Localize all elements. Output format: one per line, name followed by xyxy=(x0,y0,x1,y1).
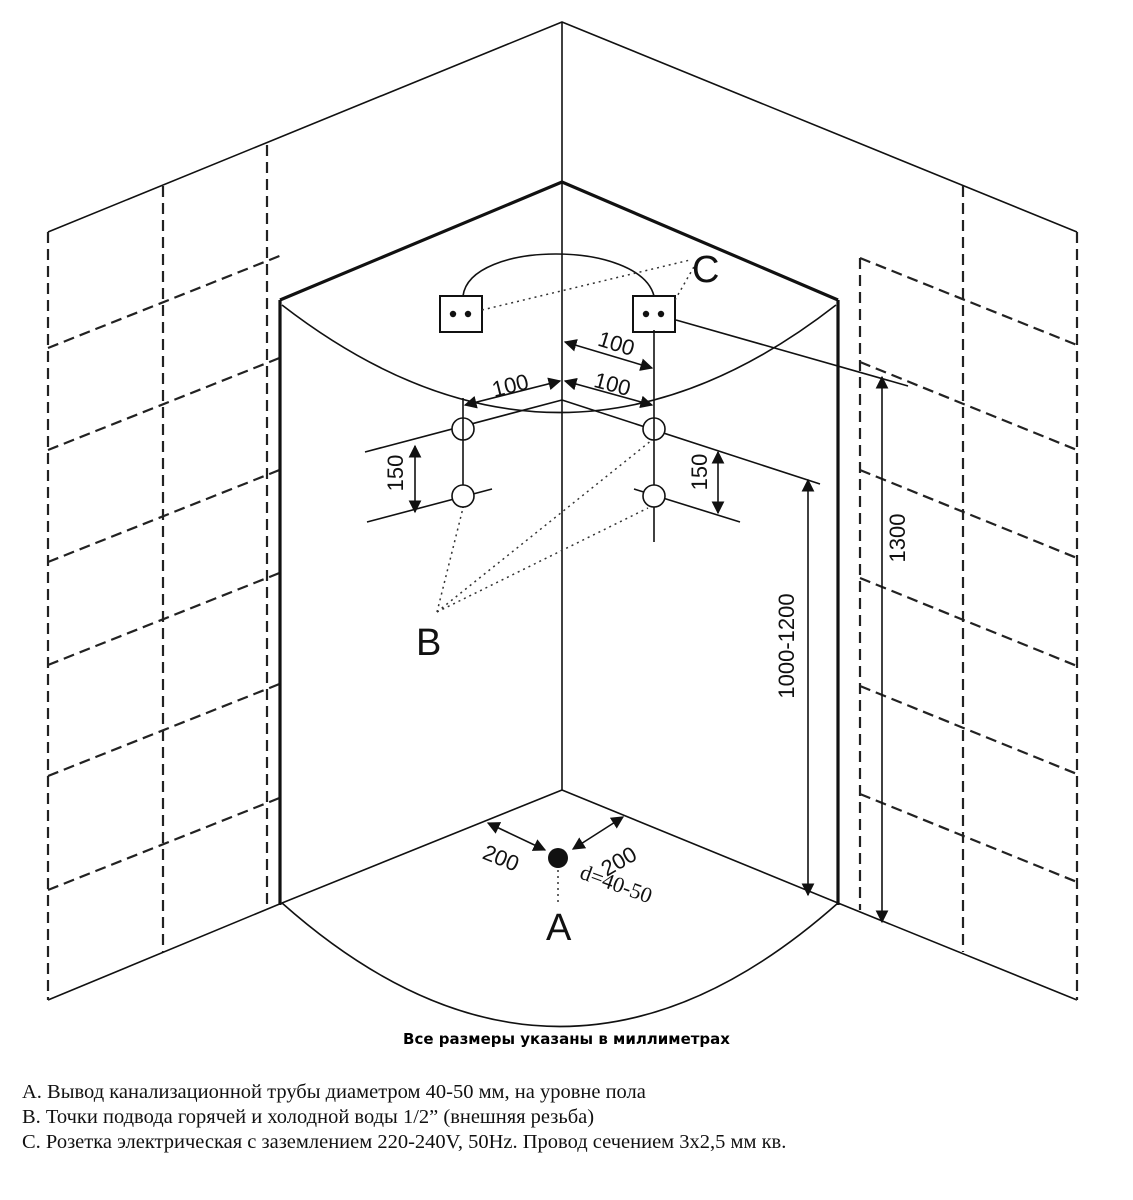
dim-socket-height: 1300 xyxy=(885,514,910,563)
dimension-lines xyxy=(408,319,909,924)
units-caption: Все размеры указаны в миллиметрах xyxy=(403,1030,730,1048)
socket-right xyxy=(632,295,676,333)
water-connections xyxy=(364,330,821,613)
label-point-b: B xyxy=(416,622,441,664)
left-wall-tiles xyxy=(46,145,283,1000)
shower-cabin xyxy=(278,180,840,1028)
installation-diagram: 100 100 100 150 150 1000-1200 1300 200 2… xyxy=(46,21,1079,1028)
pipe-point-left-bottom xyxy=(451,484,475,508)
electrical-sockets xyxy=(439,253,696,333)
dim-pipe-offset-left: 100 xyxy=(489,369,531,402)
dim-pipe-offset-right: 100 xyxy=(591,367,633,401)
legend-item-b: B. Точки подвода горячей и холодной воды… xyxy=(22,1106,595,1128)
dim-pipe-spacing-left: 150 xyxy=(383,455,408,492)
dim-outlet-left: 200 xyxy=(479,840,522,877)
dim-socket-offset: 100 xyxy=(595,326,637,361)
legend: A. Вывод канализационной трубы диаметром… xyxy=(22,1080,786,1155)
legend-item-c: C. Розетка электрическая с заземлением 2… xyxy=(22,1131,787,1153)
right-wall-tiles xyxy=(858,186,1079,1000)
label-point-c: C xyxy=(692,249,719,291)
pipe-point-right-bottom xyxy=(642,484,666,508)
dim-pipe-spacing-right: 150 xyxy=(687,454,712,491)
socket-left xyxy=(439,295,483,333)
drain-outlet xyxy=(548,848,568,868)
dim-pipe-height: 1000-1200 xyxy=(774,593,799,698)
label-point-a: A xyxy=(546,907,572,949)
legend-item-a: A. Вывод канализационной трубы диаметром… xyxy=(22,1081,646,1103)
